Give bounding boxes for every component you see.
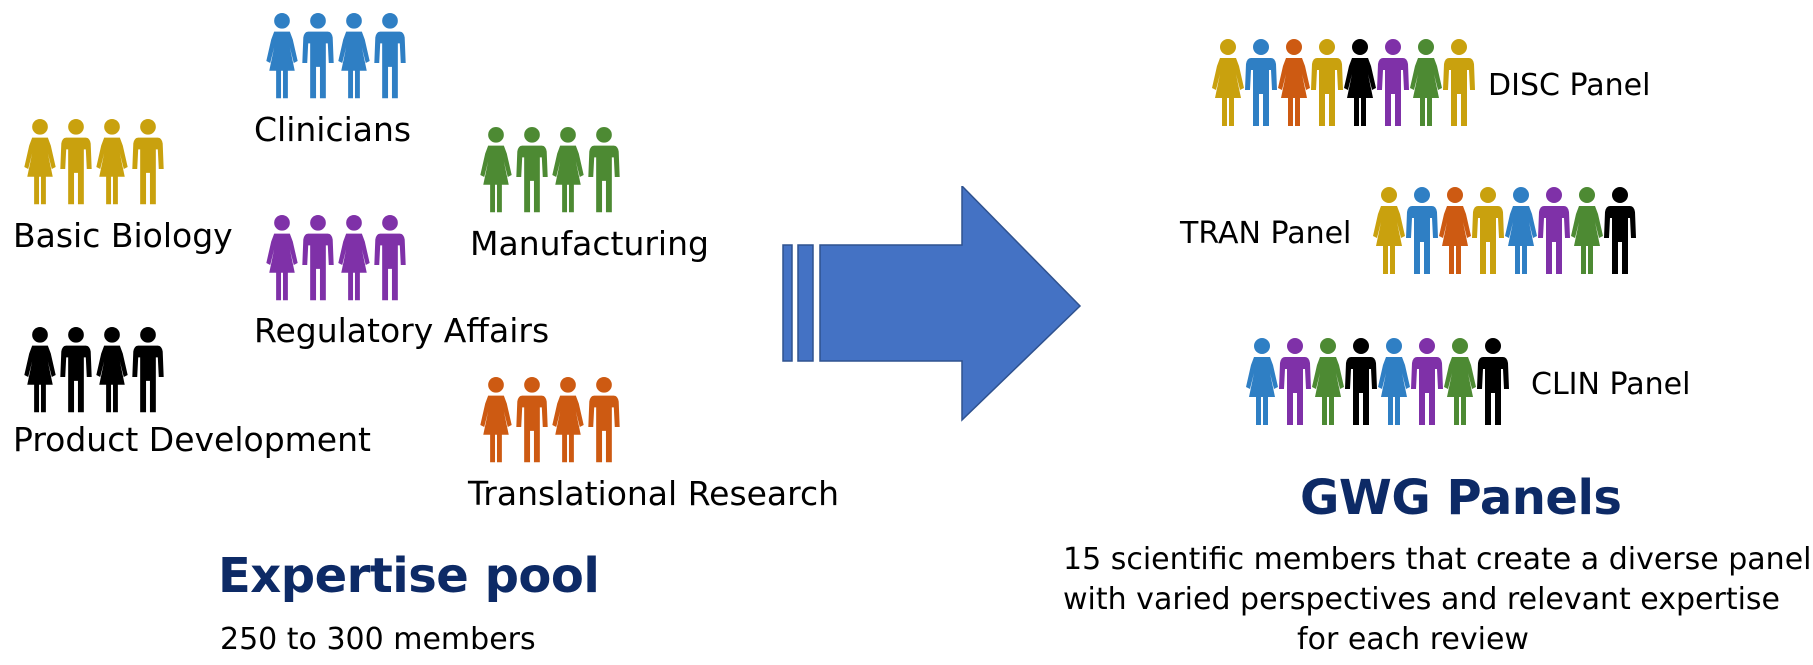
woman-icon (266, 12, 298, 99)
arrow-stripe (782, 244, 793, 362)
man-icon (1411, 338, 1443, 425)
gwg-description: 15 scientific members that create a dive… (1063, 540, 1812, 660)
woman-icon (338, 214, 370, 301)
woman-icon (1571, 187, 1603, 274)
people-panel-icon (1373, 187, 1636, 274)
woman-icon (1444, 338, 1476, 425)
woman-icon (24, 118, 56, 205)
people-panel-icon (1246, 338, 1509, 425)
woman-icon (96, 326, 128, 413)
man-icon (588, 126, 620, 213)
woman-icon (1344, 39, 1376, 126)
woman-icon (480, 376, 512, 463)
man-icon (1245, 39, 1277, 126)
woman-icon (552, 126, 584, 213)
woman-icon (552, 376, 584, 463)
woman-icon (338, 12, 370, 99)
gwg-description-line: with varied perspectives and relevant ex… (1063, 582, 1781, 617)
man-icon (132, 326, 164, 413)
people-group-icon (480, 376, 620, 463)
man-icon (302, 214, 334, 301)
people-panel-icon (1212, 39, 1475, 126)
gwg-description-line: 15 scientific members that create a dive… (1063, 542, 1812, 577)
man-icon (60, 326, 92, 413)
woman-icon (1278, 39, 1310, 126)
man-icon (1604, 187, 1636, 274)
expertise-pool-title: Expertise pool (218, 548, 600, 604)
group-label-manufacturing: Manufacturing (470, 224, 709, 263)
man-icon (1377, 39, 1409, 126)
man-icon (1477, 338, 1509, 425)
gwg-panels-title: GWG Panels (1300, 470, 1622, 526)
panel-label-clin: CLIN Panel (1531, 367, 1691, 402)
man-icon (1279, 338, 1311, 425)
woman-icon (1505, 187, 1537, 274)
group-label-translational-research: Translational Research (468, 474, 840, 513)
people-group-icon (266, 12, 406, 99)
man-icon (516, 126, 548, 213)
woman-icon (1312, 338, 1344, 425)
man-icon (516, 376, 548, 463)
man-icon (132, 118, 164, 205)
woman-icon (1378, 338, 1410, 425)
group-label-clinicians: Clinicians (254, 110, 412, 149)
woman-icon (1410, 39, 1442, 126)
man-icon (1472, 187, 1504, 274)
woman-icon (1246, 338, 1278, 425)
man-icon (1538, 187, 1570, 274)
woman-icon (480, 126, 512, 213)
panel-label-tran: TRAN Panel (1180, 216, 1352, 251)
woman-icon (266, 214, 298, 301)
panel-label-disc: DISC Panel (1488, 68, 1651, 103)
group-label-product-development: Product Development (13, 420, 371, 459)
group-label-regulatory-affairs: Regulatory Affairs (254, 311, 550, 350)
woman-icon (96, 118, 128, 205)
man-icon (302, 12, 334, 99)
people-group-icon (24, 118, 164, 205)
woman-icon (24, 326, 56, 413)
people-group-icon (480, 126, 620, 213)
woman-icon (1373, 187, 1405, 274)
man-icon (588, 376, 620, 463)
woman-icon (1212, 39, 1244, 126)
woman-icon (1439, 187, 1471, 274)
man-icon (1345, 338, 1377, 425)
man-icon (374, 214, 406, 301)
arrow-stripe (797, 244, 814, 362)
gwg-description-line: for each review (1297, 622, 1529, 657)
group-label-basic-biology: Basic Biology (13, 216, 233, 255)
man-icon (60, 118, 92, 205)
arrow-body (819, 186, 1082, 422)
man-icon (1443, 39, 1475, 126)
man-icon (1406, 187, 1438, 274)
expertise-pool-subtitle: 250 to 300 members (220, 622, 536, 657)
people-group-icon (24, 326, 164, 413)
people-group-icon (266, 214, 406, 301)
right-arrow-icon (782, 186, 1082, 422)
man-icon (1311, 39, 1343, 126)
man-icon (374, 12, 406, 99)
